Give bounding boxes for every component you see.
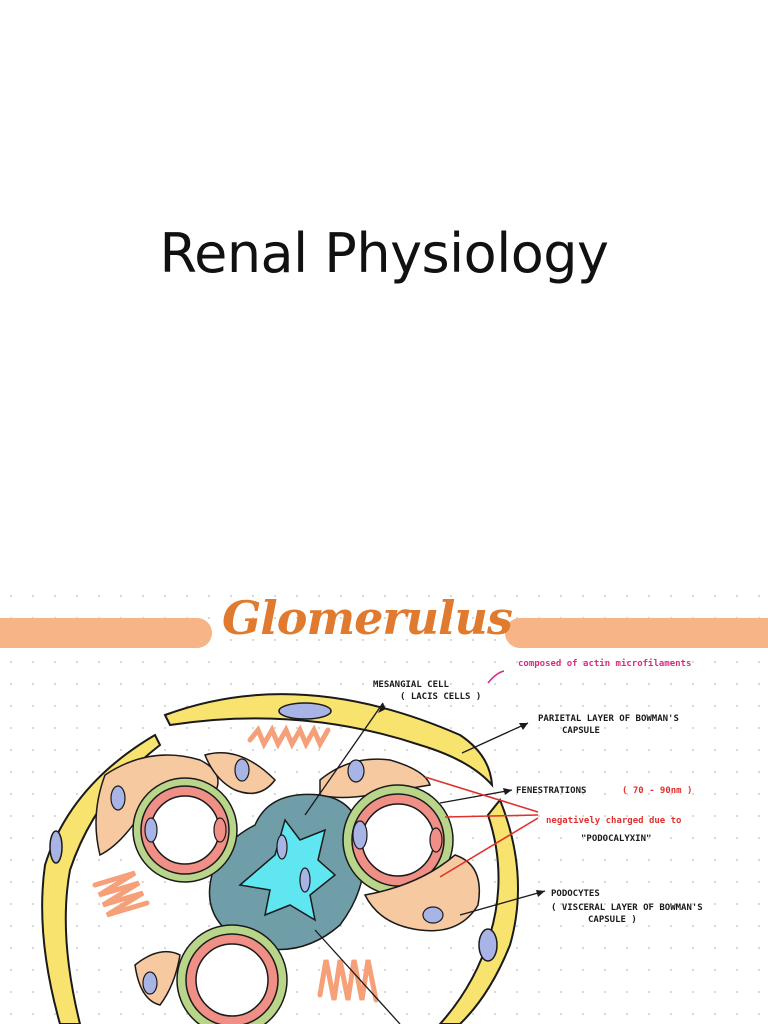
label-parietal-layer: PARIETAL LAYER OF BOWMAN'S xyxy=(538,714,679,724)
podocyte-bottom-left xyxy=(134,950,181,1006)
label-fenestration-size: ( 70 - 90nm ) xyxy=(622,786,693,796)
glomerulus-diagram: Glomerulus xyxy=(0,585,768,1024)
label-capsule: CAPSULE xyxy=(562,726,600,736)
capsule-nucleus-top xyxy=(278,702,332,720)
label-visceral-capsule: CAPSULE ) xyxy=(588,915,637,925)
bowman-capsule-right xyxy=(438,798,519,1024)
label-mesangial-cell: MESANGIAL CELL xyxy=(373,680,449,690)
label-podocytes: PODOCYTES xyxy=(551,889,600,899)
bowman-capsule-top xyxy=(163,693,494,788)
capsule-nucleus-right xyxy=(478,928,498,962)
capillary-right xyxy=(342,784,454,896)
glomerulus-illustration xyxy=(41,670,546,1024)
capillary-bottom xyxy=(176,924,288,1024)
label-podocalyxin: "PODOCALYXIN" xyxy=(581,834,652,844)
label-negatively-charged: negatively charged due to xyxy=(546,816,682,826)
label-fenestrations: FENESTRATIONS xyxy=(516,786,587,796)
label-lacis-cells: ( LACIS CELLS ) xyxy=(400,692,482,702)
label-actin-note: composed of actin microfilaments xyxy=(518,659,692,669)
mesangial-cell xyxy=(238,818,337,922)
squiggle-bottom xyxy=(317,959,379,1003)
heading-banner-left xyxy=(0,618,212,648)
label-visceral-layer: ( VISCERAL LAYER OF BOWMAN'S xyxy=(551,903,703,913)
slide-title: Renal Physiology xyxy=(159,222,610,285)
capsule-nucleus-left xyxy=(49,830,63,864)
diagram-heading: Glomerulus xyxy=(222,591,513,645)
podocyte-right-bottom xyxy=(363,854,481,932)
heading-banner-right xyxy=(505,618,768,648)
capillary-left xyxy=(132,777,238,883)
squiggle-left xyxy=(92,870,150,918)
squiggle-top xyxy=(247,724,331,750)
